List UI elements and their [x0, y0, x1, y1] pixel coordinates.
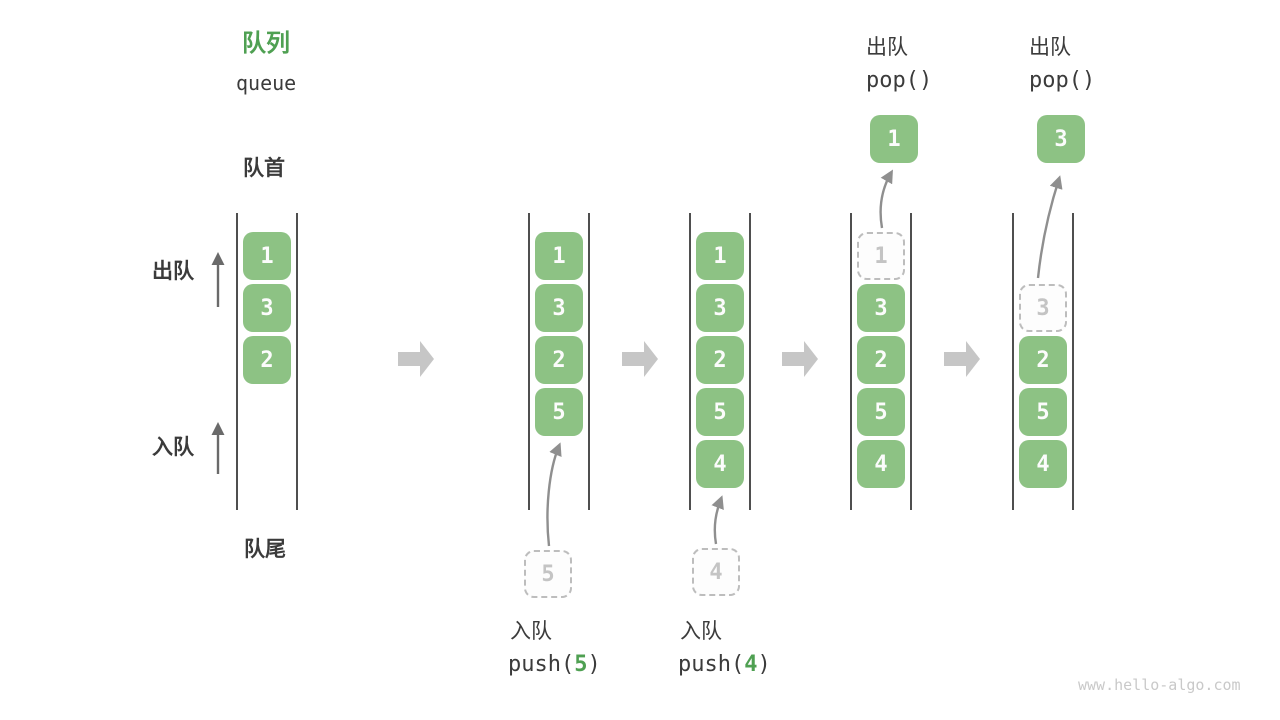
push5-code-arg: 5: [574, 652, 588, 677]
push4-code: push(4): [678, 652, 771, 678]
queue-item: 4: [1019, 440, 1067, 488]
queue-state-initial: [236, 213, 298, 510]
queue-item: 1: [243, 232, 291, 280]
pop2-label: 出队: [1029, 36, 1071, 59]
push4-code-arg: 4: [744, 652, 758, 677]
dequeue-side-label: 出队: [152, 260, 194, 283]
queue-item: 4: [857, 440, 905, 488]
enqueue-side-label: 入队: [152, 436, 194, 459]
queue-state-after-push4: [689, 213, 751, 510]
queue-state-after-push5: [528, 213, 590, 510]
queue-item-ghost: 3: [1019, 284, 1067, 332]
queue-item: 5: [696, 388, 744, 436]
watermark: www.hello-algo.com: [1078, 676, 1241, 694]
push5-code-before: push(: [508, 652, 575, 677]
queue-item: 1: [696, 232, 744, 280]
queue-item: 2: [535, 336, 583, 384]
popped-item: 1: [870, 115, 918, 163]
queue-item-ghost: 1: [857, 232, 905, 280]
queue-item: 2: [243, 336, 291, 384]
pop1-code: pop(): [866, 68, 933, 93]
queue-item: 5: [1019, 388, 1067, 436]
queue-item: 5: [535, 388, 583, 436]
queue-state-after-pop1: [850, 213, 912, 510]
queue-item: 2: [1019, 336, 1067, 384]
queue-item: 2: [696, 336, 744, 384]
queue-item: 5: [857, 388, 905, 436]
push4-code-after: ): [757, 652, 771, 677]
queue-item: 3: [857, 284, 905, 332]
queue-item: 3: [535, 284, 583, 332]
diagram-title-zh: 队列: [242, 30, 290, 57]
queue-item: 3: [243, 284, 291, 332]
pop2-code: pop(): [1029, 68, 1096, 93]
push4-label: 入队: [680, 620, 722, 643]
queue-front-label: 队首: [243, 157, 285, 180]
staged-item: 5: [524, 550, 572, 598]
queue-state-after-pop3: [1012, 213, 1074, 510]
queue-item: 4: [696, 440, 744, 488]
push5-code-after: ): [587, 652, 601, 677]
queue-item: 1: [535, 232, 583, 280]
state-transition-arrow-icon: [622, 341, 658, 377]
push5-label: 入队: [510, 620, 552, 643]
state-transition-arrow-icon: [944, 341, 980, 377]
push5-code: push(5): [508, 652, 601, 678]
queue-item: 3: [696, 284, 744, 332]
queue-item: 2: [857, 336, 905, 384]
popped-item: 3: [1037, 115, 1085, 163]
state-transition-arrow-icon: [782, 341, 818, 377]
diagram-title-en: queue: [236, 71, 297, 95]
staged-item: 4: [692, 548, 740, 596]
pop1-label: 出队: [866, 36, 908, 59]
queue-rear-label: 队尾: [244, 538, 286, 561]
push4-code-before: push(: [678, 652, 745, 677]
state-transition-arrow-icon: [398, 341, 434, 377]
